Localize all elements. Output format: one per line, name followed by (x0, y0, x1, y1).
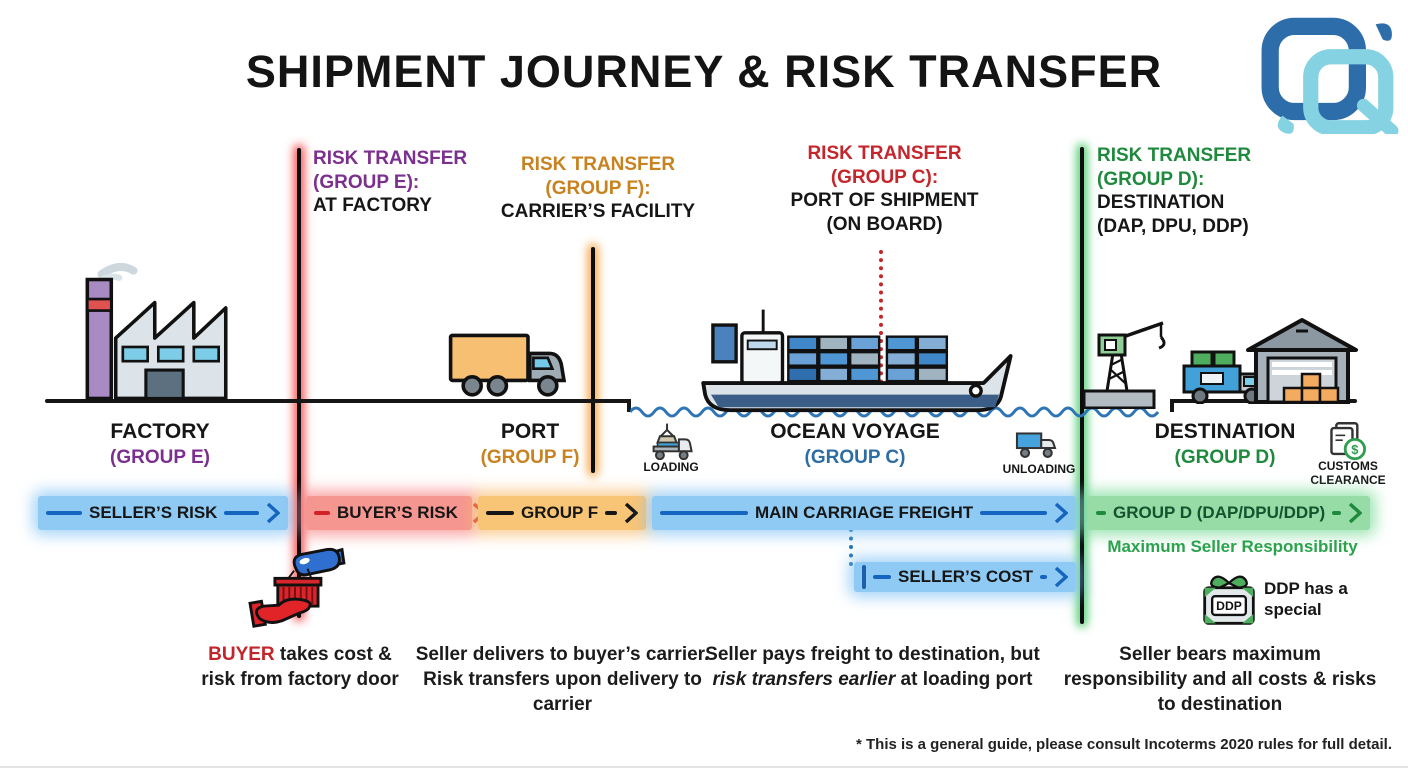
bar-group-f: GROUP F (478, 496, 646, 530)
unloading-label: UNLOADING (1002, 462, 1076, 476)
truck-icon (442, 330, 578, 402)
bar-main-carriage-freight: MAIN CARRIAGE FREIGHT (652, 496, 1076, 530)
max-seller-responsibility: Maximum Seller Responsibility (1107, 537, 1358, 556)
note-group-d: Seller bears maximum responsibility and … (1063, 644, 1377, 715)
risk-marker-group-f: RISK TRANSFER (GROUP F): CARRIER’S FACIL… (500, 154, 696, 222)
ddp-badge: DDP (1216, 599, 1242, 613)
bar-group-d: GROUP D (DAP/DPU/DDP) (1088, 496, 1370, 530)
risk-marker-group-e: RISK TRANSFER (GROUP E): AT FACTORY (313, 148, 468, 216)
customs-label: CUSTOMS CLEARANCE (1310, 459, 1386, 487)
bar-sellers-risk: SELLER’S RISK (38, 496, 288, 530)
stage-factory: FACTORY (GROUP E) (110, 420, 210, 468)
bar-buyers-risk: BUYER’S RISK (306, 496, 486, 530)
dock-edge-right (1170, 399, 1174, 412)
risk-line-port (591, 247, 595, 473)
bar-sellers-cost: SELLER’S COST (854, 562, 1076, 592)
bottom-edge-line (0, 766, 1408, 768)
note-group-e: BUYER takes cost & risk from factory doo… (201, 644, 399, 690)
dock-edge-left (627, 399, 631, 412)
risk-line-factory (297, 148, 301, 618)
stage-port: PORT (GROUP F) (480, 420, 580, 468)
page-title: SHIPMENT JOURNEY & RISK TRANSFER (245, 46, 1163, 97)
ground-line-left (45, 399, 630, 403)
stage-ocean-voyage: OCEAN VOYAGE (GROUP C) (770, 420, 940, 468)
loading-label: LOADING (643, 460, 699, 474)
stage-destination: DESTINATION (GROUP D) (1154, 420, 1296, 468)
footnote: * This is a general guide, please consul… (855, 736, 1392, 753)
crane-icon (1083, 313, 1175, 409)
sellers-cost-dotted-link (849, 528, 853, 566)
unloading-truck-icon (1012, 427, 1064, 461)
ship-icon (695, 298, 1015, 414)
factory-icon (55, 260, 235, 402)
ddp-money-icon: DDP (1198, 570, 1260, 628)
risk-line-onboard-dotted (879, 250, 883, 408)
loading-truck-icon (645, 422, 697, 460)
note-group-c: Seller pays freight to destination, but … (705, 644, 1040, 690)
cq-logo (1258, 10, 1400, 134)
risk-line-destination (1080, 147, 1084, 624)
risk-marker-group-d: RISK TRANSFER (GROUP D): DESTINATION (DA… (1097, 145, 1252, 237)
customs-clearance-icon: $ (1322, 420, 1370, 462)
note-group-f: Seller delivers to buyer’s carrier. Risk… (415, 644, 710, 715)
handoff-icon (246, 540, 346, 632)
risk-marker-group-c: RISK TRANSFER (GROUP C): PORT OF SHIPMEN… (790, 143, 979, 235)
ddp-note: DDP has a special (1264, 579, 1348, 619)
warehouse-icon (1246, 316, 1358, 404)
dollar-icon: $ (1351, 442, 1358, 457)
